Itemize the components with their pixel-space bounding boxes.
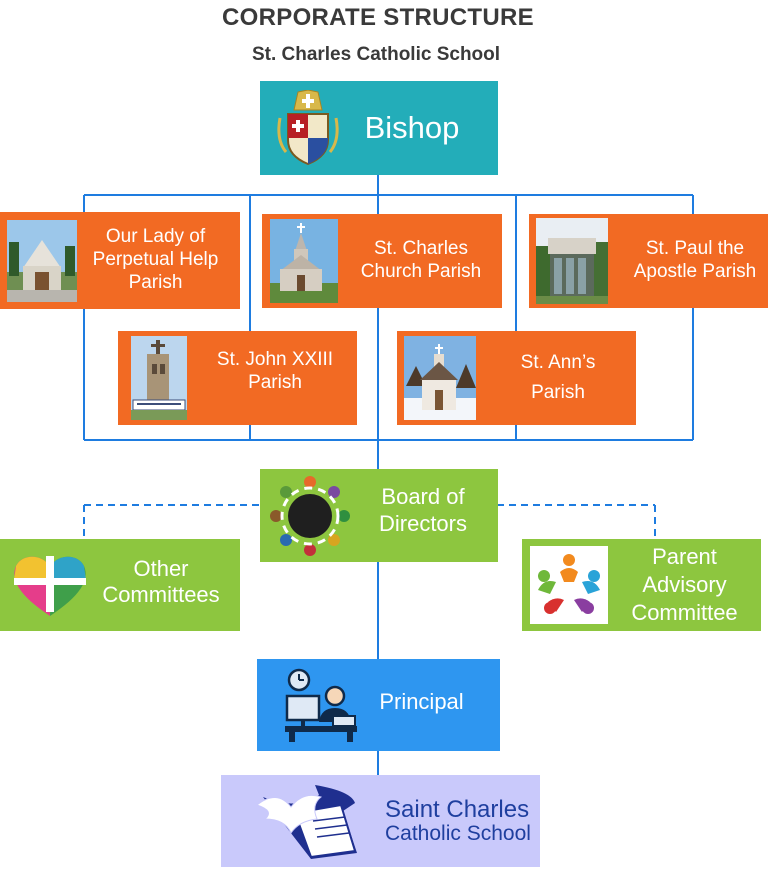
desk-worker-icon bbox=[283, 666, 359, 744]
parish-st-ann-label: St. Ann’s Parish bbox=[520, 351, 596, 403]
parish-st-paul-box: St. Paul the Apostle Parish bbox=[529, 214, 768, 308]
parish-perpetual-help-label: Our Lady of Perpetual Help Parish bbox=[92, 226, 219, 293]
parent-advisory-committee-box: Parent Advisory Committee bbox=[522, 539, 761, 631]
church-photo-icon bbox=[270, 219, 338, 303]
board-of-directors-box: Board of Directors bbox=[260, 469, 498, 562]
principal-box: Principal bbox=[257, 659, 500, 751]
bishop-box: Bishop bbox=[260, 81, 498, 175]
school-name-line1: Saint Charles bbox=[385, 796, 530, 824]
church-photo-icon bbox=[131, 336, 187, 420]
church-photo-icon bbox=[404, 336, 476, 420]
school-box: Saint Charles Catholic School bbox=[221, 775, 540, 867]
church-photo-icon bbox=[536, 218, 608, 304]
people-circle-icon bbox=[268, 474, 352, 558]
page-title: CORPORATE STRUCTURE bbox=[222, 4, 534, 31]
bishop-label: Bishop bbox=[364, 110, 460, 146]
other-committees-label: Other Committees bbox=[102, 555, 220, 607]
parish-st-charles-box: St. Charles Church Parish bbox=[262, 214, 502, 308]
parish-st-john-box: St. John XXIII Parish bbox=[118, 331, 357, 425]
bishop-coat-of-arms-icon bbox=[276, 90, 340, 166]
heart-cross-icon bbox=[10, 550, 90, 620]
principal-label: Principal bbox=[379, 688, 464, 714]
page-subtitle: St. Charles Catholic School bbox=[251, 44, 501, 65]
parish-perpetual-help-box: Our Lady of Perpetual Help Parish bbox=[0, 212, 240, 309]
parish-st-ann-box: St. Ann’s Parish bbox=[397, 331, 636, 425]
school-name-line2: Catholic School bbox=[385, 821, 531, 845]
people-star-icon bbox=[530, 546, 608, 624]
parish-st-paul-label: St. Paul the Apostle Parish bbox=[633, 238, 757, 282]
other-committees-box: Other Committees bbox=[0, 539, 240, 631]
parish-st-john-label: St. John XXIII Parish bbox=[216, 349, 334, 393]
parent-advisory-committee-label: Parent Advisory Committee bbox=[631, 543, 738, 626]
parish-st-charles-label: St. Charles Church Parish bbox=[360, 238, 482, 282]
church-photo-icon bbox=[7, 219, 77, 302]
dove-book-logo bbox=[255, 781, 367, 861]
board-of-directors-label: Board of Directors bbox=[378, 484, 467, 536]
school-name: Saint Charles Catholic School bbox=[385, 797, 531, 844]
